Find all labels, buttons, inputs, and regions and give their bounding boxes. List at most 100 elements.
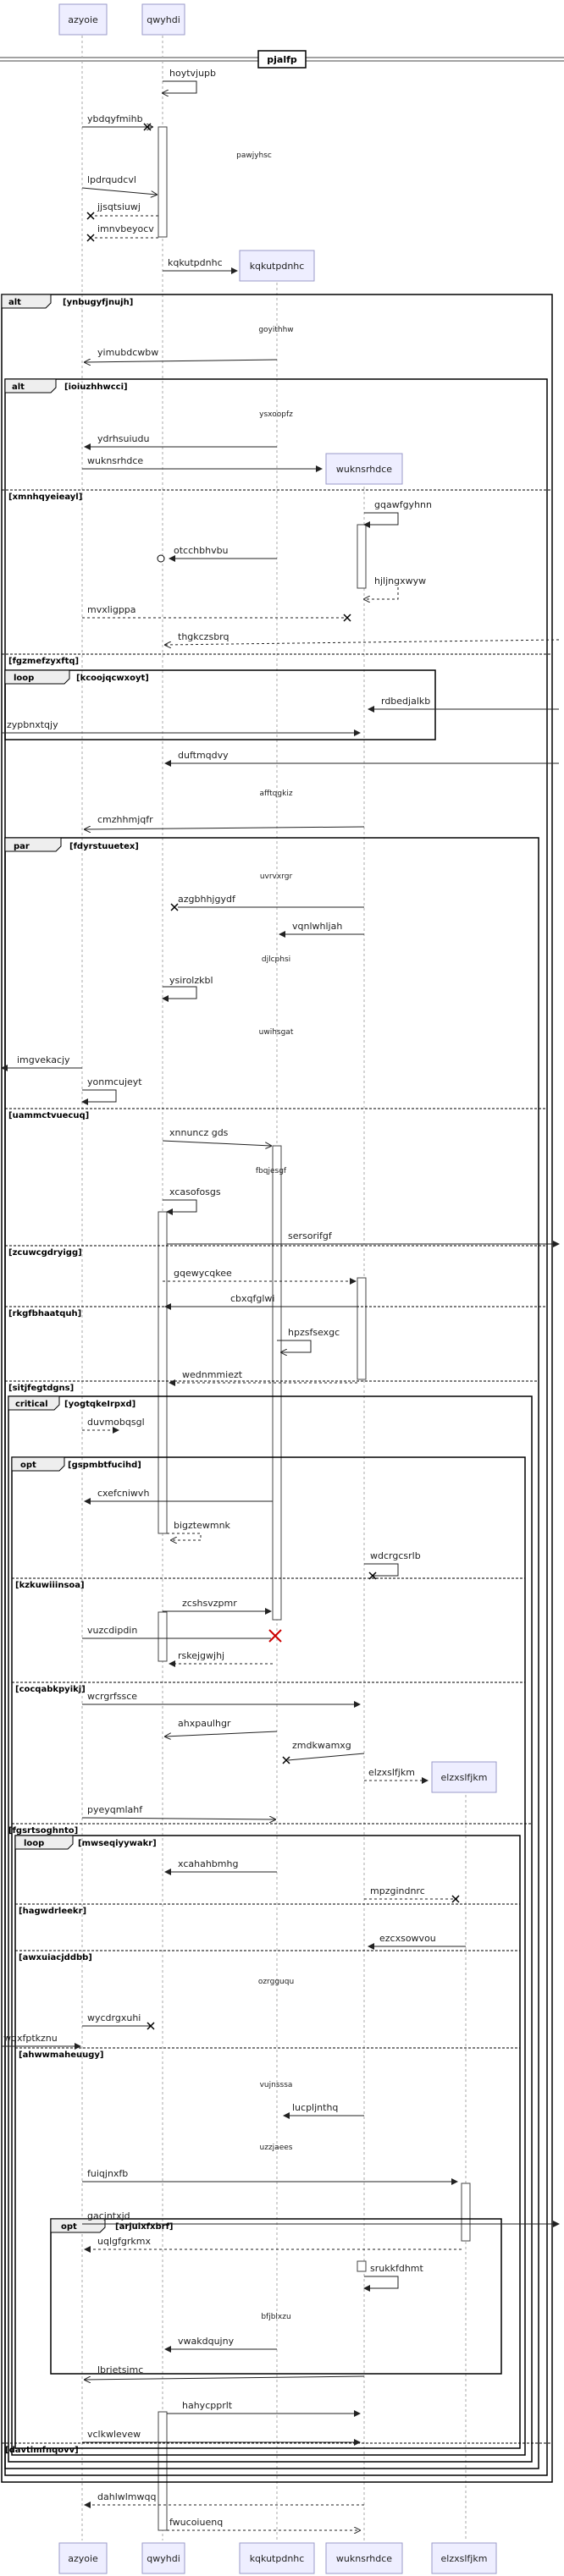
message-label: imgvekacjy [17, 1054, 70, 1065]
message-label: wuknsrhdce [87, 455, 143, 466]
message-label: uwihsgat [259, 1028, 294, 1037]
message-label: hoytvjupb [169, 68, 216, 79]
destroy-mark-red [268, 1629, 282, 1643]
message-label: cxefcniwvh [97, 1488, 149, 1499]
message-label: lucpljnthq [292, 2102, 338, 2113]
svg-text:[gspmbtfucihd]: [gspmbtfucihd] [68, 1461, 141, 1470]
svg-text:opt: opt [20, 1461, 36, 1470]
message-label: wycdrgxuhi [87, 2012, 141, 2023]
message-label: mpzgindnrc [370, 1885, 425, 1896]
message-label: lbrjetsjmc [97, 2364, 143, 2375]
message-label: zypbnxtqjy [7, 719, 58, 730]
message-label: vclkwlevew [87, 2429, 141, 2440]
message-label: cbxqfglwi [230, 1293, 275, 1304]
activation-bars [158, 126, 471, 2531]
svg-text:[davtimfnqovv]: [davtimfnqovv] [5, 2446, 79, 2455]
svg-text:[xmnhqyeieayl]: [xmnhqyeieayl] [8, 493, 82, 502]
message-label: afftqgkiz [259, 790, 292, 798]
message-label: uzzjaees [260, 2144, 293, 2152]
participant-qwyhdi-label: qwyhdi [147, 14, 180, 25]
message-label: fwucoiuenq [169, 2517, 223, 2528]
message-label: zmdkwamxg [292, 1740, 351, 1751]
svg-text:[mwseqiyywakr]: [mwseqiyywakr] [78, 1839, 157, 1848]
svg-text:par: par [14, 842, 30, 851]
message-label: hahycpprlt [182, 2400, 233, 2411]
svg-text:qwyhdi: qwyhdi [147, 2553, 180, 2564]
message-label: vujnsssa [260, 2081, 293, 2089]
svg-text:critical: critical [15, 1400, 48, 1409]
svg-text:[sitjfegtdgns]: [sitjfegtdgns] [8, 1384, 74, 1393]
lost-message-circle [157, 554, 165, 563]
svg-text:[uammctvuecuq]: [uammctvuecuq] [8, 1111, 89, 1120]
message-label: yonmcujeyt [87, 1076, 142, 1087]
message-label: vqnlwhljah [292, 921, 342, 932]
message-label: gqawfgyhnn [374, 499, 432, 510]
fragment-labels: alt [ynbugyfjnujh] alt [ioiuzhhwcci] [xm… [1, 294, 174, 2455]
message-label: lpdrqudcvl [87, 174, 136, 185]
svg-text:[rkgfbhaatquh]: [rkgfbhaatquh] [8, 1309, 81, 1318]
svg-text:kqkutpdnhc: kqkutpdnhc [250, 2553, 305, 2564]
message-label: dahlwlmwqq [97, 2491, 156, 2502]
destroy-marks [86, 123, 460, 2030]
participant-boxes-bottom: azyoie qwyhdi kqkutpdnhc wuknsrhdce elzx… [58, 2542, 497, 2574]
svg-text:opt: opt [61, 2222, 77, 2232]
message-label: ysxoopfz [259, 410, 293, 419]
message-label: zcshsvzpmr [182, 1598, 237, 1609]
participant-azyoie-label: azyoie [68, 14, 98, 25]
message-label: rskejgwjhj [178, 1650, 224, 1661]
message-label: ydrhsuiudu [97, 433, 149, 444]
message-label: gqewycqkee [174, 1268, 232, 1279]
message-label: srukkfdhmt [370, 2263, 424, 2274]
svg-text:[ynbugyfjnujh]: [ynbugyfjnujh] [63, 298, 133, 307]
svg-text:[arjuixfxbrf]: [arjuixfxbrf] [115, 2222, 174, 2232]
message-label: elzxslfjkm [368, 1767, 415, 1778]
message-label: uvrvxrgr [260, 872, 293, 881]
message-label: ozrgguqu [258, 1978, 294, 1986]
title-bar: pjalfp [0, 50, 564, 69]
svg-text:[ahwwmaheuugy]: [ahwwmaheuugy] [19, 2050, 103, 2060]
message-label: wednmmiezt [182, 1369, 243, 1380]
message-label: azgbhhjgydf [178, 894, 236, 905]
message-label: ahxpaulhgr [178, 1718, 231, 1729]
message-label: xnnuncz gds [169, 1127, 229, 1138]
svg-text:alt: alt [12, 383, 25, 392]
svg-text:azyoie: azyoie [68, 2553, 98, 2564]
message-label: pyeyqmlahf [87, 1804, 143, 1815]
message-label: gacjntxjd [87, 2210, 130, 2221]
svg-text:[cocqabkpyikj]: [cocqabkpyikj] [15, 1685, 86, 1694]
message-label: goyithhw [258, 326, 293, 334]
message-labels: hoytvjupb ybdqyfmihb pawjyhsc lpdrqudcvl… [3, 68, 436, 2528]
message-label: ezcxsowvou [379, 1933, 436, 1944]
svg-text:[awxuiacjddbb]: [awxuiacjddbb] [19, 1953, 92, 1962]
message-label: duftmqdvy [178, 750, 229, 761]
message-label: sersorifgf [288, 1230, 333, 1241]
svg-text:[fgsrtsoghnto]: [fgsrtsoghnto] [8, 1826, 78, 1836]
message-label: rdbedjalkb [381, 696, 430, 707]
fragment-dividers [2, 489, 552, 2444]
message-label: vuzcdipdin [87, 1625, 137, 1636]
message-label: yimubdcwbw [97, 347, 158, 358]
participant-kqkutpdnhc-label: kqkutpdnhc [250, 261, 305, 272]
message-label: ysirolzkbl [169, 975, 213, 986]
svg-text:[yogtqkeIrpxd]: [yogtqkeIrpxd] [64, 1400, 135, 1409]
participant-wuknsrhdce-label: wuknsrhdce [336, 464, 392, 475]
message-label: ybdqyfmihb [87, 113, 143, 124]
svg-text:loop: loop [14, 674, 34, 683]
message-label: otcchbhvbu [174, 545, 229, 556]
svg-text:[fdyrstuuetex]: [fdyrstuuetex] [69, 842, 139, 851]
message-label: thgkczsbrq [178, 631, 229, 642]
message-label: djlcphsi [262, 955, 290, 964]
message-label: duvmobqsgl [87, 1417, 145, 1428]
fragments [1, 294, 553, 2483]
svg-text:[zcuwcgdryigg]: [zcuwcgdryigg] [8, 1248, 82, 1258]
svg-text:[kzkuwiiinsoa]: [kzkuwiiinsoa] [15, 1581, 85, 1590]
svg-text:[kcoojqcwxoyt]: [kcoojqcwxoyt] [76, 674, 149, 683]
message-label: cmzhhmjqfr [97, 814, 153, 825]
message-label: wdcrgcsrlb [370, 1550, 421, 1561]
message-label: bigztewmnk [174, 1520, 231, 1531]
svg-text:[hagwdrleekr]: [hagwdrleekr] [19, 1907, 86, 1916]
participant-elzxslfjkm-label: elzxslfjkm [441, 1772, 488, 1783]
message-label: jjsqtsiuwj [97, 201, 141, 212]
message-label: xcahahbmhg [178, 1858, 238, 1869]
message-label: xcasofosgs [169, 1186, 221, 1197]
